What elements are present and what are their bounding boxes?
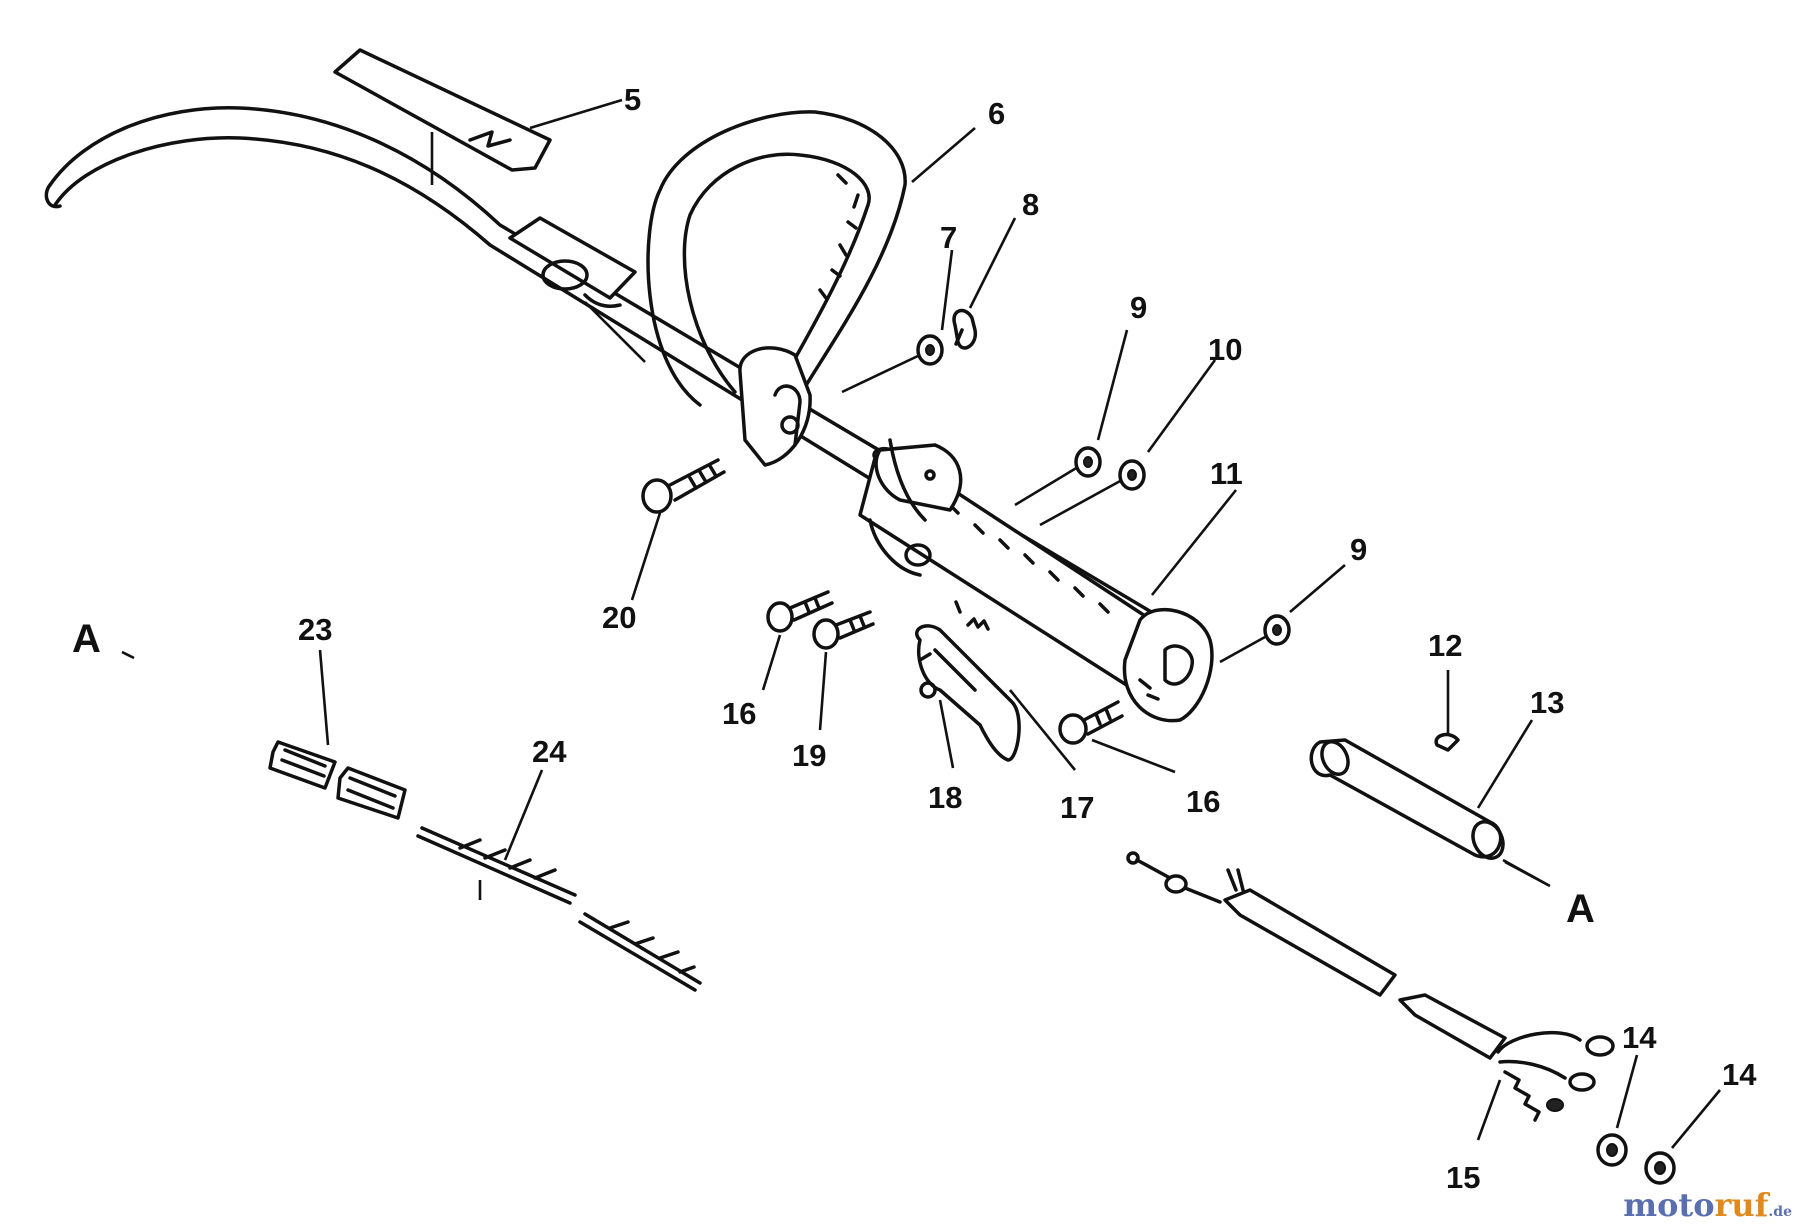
callout-11: 11 [1210,456,1243,491]
callout-10: 10 [1208,332,1242,367]
callout-5: 5 [624,82,641,117]
screw-part [1058,700,1124,745]
callout-19: 19 [792,738,826,773]
screw-part [812,610,875,650]
trigger-part [915,624,1021,762]
callout-7: 7 [940,220,957,255]
callout-16: 16 [1186,784,1220,819]
callout-6: 6 [988,96,1005,131]
connector-ref-left: A [72,617,101,661]
coupler-part [336,766,407,820]
coupler-part [268,740,337,790]
callout-18: 18 [928,780,962,815]
grip-part [858,438,1214,723]
callout-16: 16 [722,696,756,731]
washer-part [1219,614,1291,664]
callout-20: 20 [602,600,636,635]
clip-part [1434,732,1460,752]
washer-part [1014,446,1102,507]
tube-part [1309,738,1505,860]
decal-part [333,48,552,185]
callout-9: 9 [1350,532,1367,567]
callout-24: 24 [532,734,567,769]
watermark-logo: motoruf.de [1623,1186,1792,1224]
nut-part [1644,1151,1676,1185]
leader-lines [318,98,1722,1149]
spring-part [954,600,990,631]
shaft-part [44,106,1187,662]
drive-shaft-part [416,826,702,992]
callout-14: 14 [1622,1020,1657,1055]
callout-12: 12 [1428,628,1462,663]
callout-15: 15 [1446,1160,1480,1195]
washer-part [841,334,944,394]
connector-refs: A A [72,617,1595,931]
callout-9: 9 [1130,290,1147,325]
connector-ref-right: A [1566,887,1595,931]
washer-part [1039,459,1146,527]
callout-8: 8 [1022,187,1039,222]
cable-part [1126,851,1615,1122]
screw-part [766,590,834,633]
callout-labels: 5 6 7 8 9 10 11 9 12 13 14 14 15 16 16 1… [298,82,1757,1195]
loop-handle-part [646,110,907,467]
callout-14: 14 [1722,1057,1757,1092]
callout-23: 23 [298,612,332,647]
callout-17: 17 [1060,790,1094,825]
bolt-part [641,458,726,514]
wing-nut-part [952,308,978,350]
nut-part [1596,1133,1628,1167]
callout-13: 13 [1530,685,1564,720]
